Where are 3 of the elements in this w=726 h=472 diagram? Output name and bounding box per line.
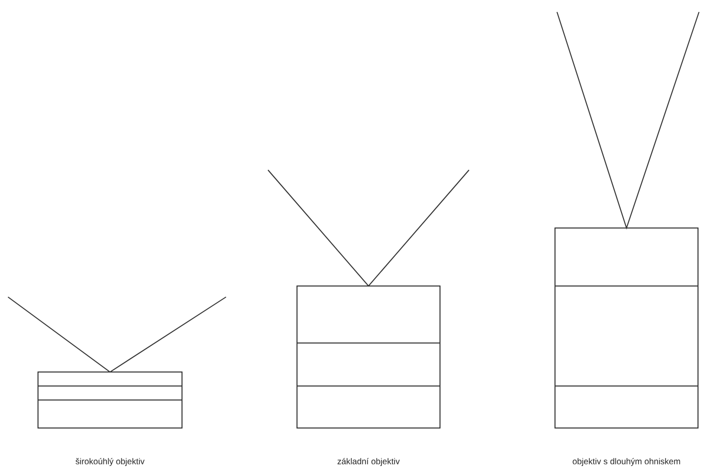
lens-caption: objektiv s dlouhým ohniskem [572,458,680,466]
lens-caption: základní objektiv [338,458,400,466]
lens-caption: širokoúhlý objektiv [76,458,145,466]
